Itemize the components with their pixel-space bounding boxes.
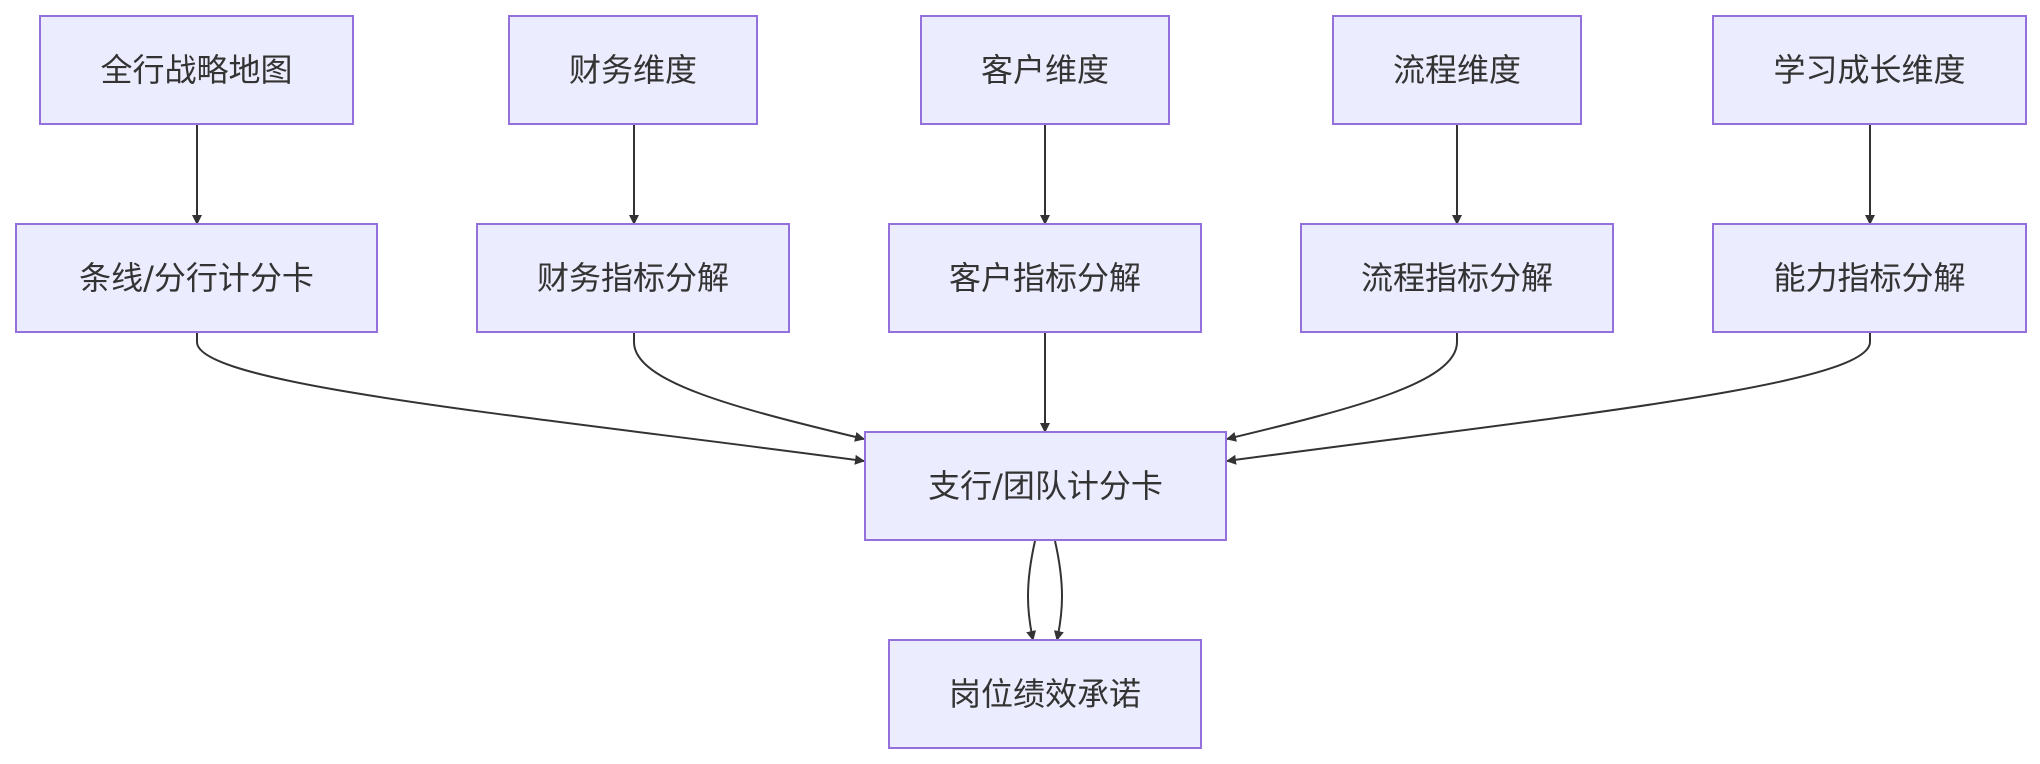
node-bank-strategy-map: 全行战略地图 bbox=[39, 15, 354, 125]
edge-capability-indicator-breakdown-to-subbranch-team-scorecard bbox=[1226, 333, 1871, 465]
node-label: 流程指标分解 bbox=[1361, 259, 1553, 297]
node-label: 财务指标分解 bbox=[537, 259, 729, 297]
edge-line-branch-scorecard-to-subbranch-team-scorecard bbox=[196, 333, 865, 465]
node-line-branch-scorecard: 条线/分行计分卡 bbox=[15, 223, 378, 333]
node-label: 支行/团队计分卡 bbox=[928, 467, 1163, 505]
node-label: 流程维度 bbox=[1393, 51, 1521, 89]
node-financial-indicator-breakdown: 财务指标分解 bbox=[476, 223, 790, 333]
node-label: 能力指标分解 bbox=[1773, 259, 1965, 297]
nodes: 全行战略地图 财务维度 客户维度 流程维度 学习成长维度 条线/分行计分卡 财务… bbox=[15, 15, 2027, 749]
node-subbranch-team-scorecard: 支行/团队计分卡 bbox=[864, 431, 1227, 541]
node-label: 客户指标分解 bbox=[949, 259, 1141, 297]
node-label: 岗位绩效承诺 bbox=[949, 675, 1141, 713]
node-process-dimension: 流程维度 bbox=[1332, 15, 1582, 125]
node-customer-dimension: 客户维度 bbox=[920, 15, 1170, 125]
edges bbox=[192, 125, 1875, 641]
node-position-performance-commitment: 岗位绩效承诺 bbox=[888, 639, 1202, 749]
node-label: 条线/分行计分卡 bbox=[79, 259, 314, 297]
node-financial-dimension: 财务维度 bbox=[508, 15, 758, 125]
edge-process-indicator-breakdown-to-subbranch-team-scorecard bbox=[1226, 333, 1458, 442]
edge-financial-indicator-breakdown-to-subbranch-team-scorecard bbox=[633, 333, 865, 442]
node-customer-indicator-breakdown: 客户指标分解 bbox=[888, 223, 1202, 333]
node-process-indicator-breakdown: 流程指标分解 bbox=[1300, 223, 1614, 333]
node-label: 财务维度 bbox=[569, 51, 697, 89]
node-label: 学习成长维度 bbox=[1773, 51, 1965, 89]
node-label: 客户维度 bbox=[981, 51, 1109, 89]
edge-subbranch-team-scorecard-to-position-performance-commitment-1 bbox=[1026, 540, 1037, 641]
edge-subbranch-team-scorecard-to-position-performance-commitment-2 bbox=[1053, 540, 1064, 641]
node-capability-indicator-breakdown: 能力指标分解 bbox=[1712, 223, 2027, 333]
node-learning-growth-dimension: 学习成长维度 bbox=[1712, 15, 2027, 125]
node-label: 全行战略地图 bbox=[100, 51, 292, 89]
